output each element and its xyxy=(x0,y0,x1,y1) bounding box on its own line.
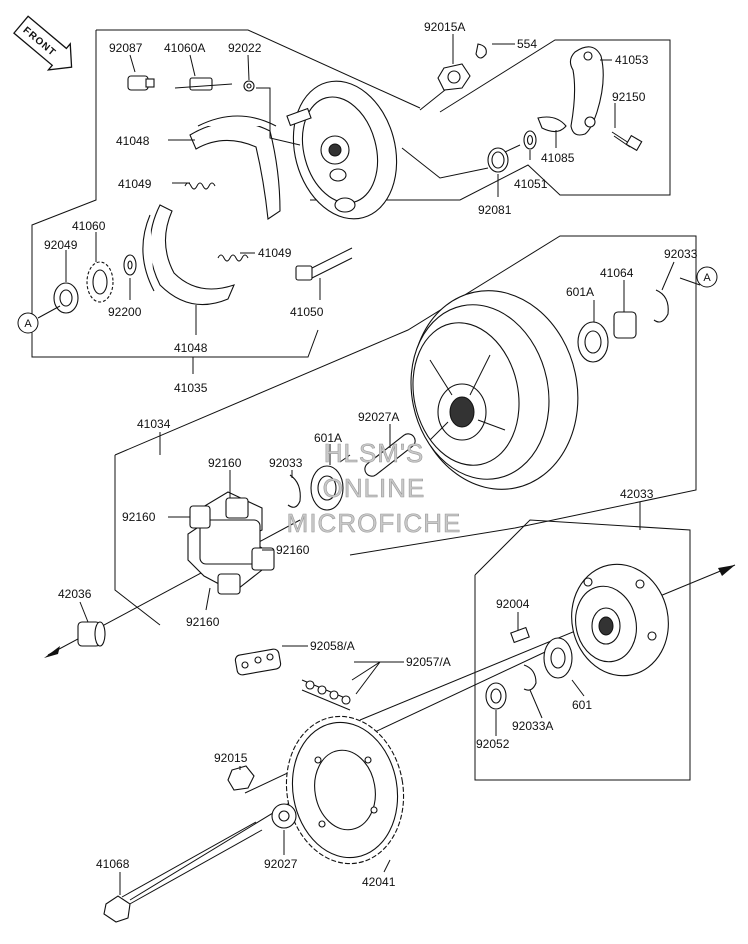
label-41049-top: 41049 xyxy=(118,177,152,191)
label-41064: 41064 xyxy=(600,266,634,280)
label-41049-mid: 41049 xyxy=(258,246,292,260)
label-92022: 92022 xyxy=(228,41,262,55)
label-92052: 92052 xyxy=(476,737,510,751)
rear-wheel-rim xyxy=(410,290,579,490)
part-601-bearing xyxy=(543,637,573,679)
label-41060: 41060 xyxy=(72,219,106,233)
label-554: 554 xyxy=(517,37,537,51)
part-601a-bearing-upper xyxy=(577,321,609,363)
label-92057a: 92057/A xyxy=(406,655,451,669)
part-92087-grease-nipple xyxy=(127,75,155,91)
part-92015a-nut xyxy=(437,63,471,91)
label-601a-mid: 601A xyxy=(314,431,342,445)
label-92150: 92150 xyxy=(612,90,646,104)
part-42033-sprocket-hub xyxy=(571,563,669,677)
label-42041: 42041 xyxy=(362,875,396,889)
watermark-line-1: HLSM'S xyxy=(324,438,425,468)
part-92200-washer xyxy=(123,254,137,276)
part-92027a-spacer xyxy=(364,433,416,477)
part-41051-seal xyxy=(523,130,537,150)
part-41053-brake-cam-lever xyxy=(569,46,604,136)
label-92160-c: 92160 xyxy=(276,543,310,557)
part-42041-rear-sprocket xyxy=(285,715,405,865)
label-92087: 92087 xyxy=(109,41,143,55)
part-41060-speedometer-gear xyxy=(86,261,114,303)
ref-circle-a-right: A xyxy=(696,266,718,288)
part-92081-return-spring xyxy=(487,144,521,173)
label-92049: 92049 xyxy=(44,238,78,252)
part-92057a-drive-chain xyxy=(301,679,351,711)
part-41049-spring-upper xyxy=(184,182,216,190)
label-41060a: 41060A xyxy=(164,41,205,55)
label-92081: 92081 xyxy=(478,203,512,217)
part-42036-collar xyxy=(77,621,106,647)
label-41034: 41034 xyxy=(137,417,171,431)
label-41085: 41085 xyxy=(541,151,575,165)
label-92160-b: 92160 xyxy=(122,510,156,524)
part-92033a-circlip xyxy=(523,664,537,691)
label-41035: 41035 xyxy=(174,381,208,395)
part-92027-collar xyxy=(271,803,297,829)
front-direction-badge: FRONT xyxy=(13,15,73,71)
part-92049-oil-seal xyxy=(53,282,79,314)
brake-group-frame xyxy=(31,30,319,358)
part-601a-bearing-mid xyxy=(310,465,344,511)
part-41049-spring-lower xyxy=(217,254,249,262)
part-554-cotter-pin xyxy=(475,43,487,59)
label-42033: 42033 xyxy=(620,487,654,501)
hub-group-frame xyxy=(474,519,691,781)
label-41053: 41053 xyxy=(615,53,649,67)
label-92027a: 92027A xyxy=(358,410,399,424)
label-92033-top: 92033 xyxy=(664,247,698,261)
ref-label-a-left: A xyxy=(24,318,32,330)
part-92022-washer xyxy=(243,80,255,92)
label-92015: 92015 xyxy=(214,751,248,765)
part-92150-bolt xyxy=(611,131,643,152)
part-92004-stud xyxy=(510,626,530,644)
part-41050-brake-camshaft xyxy=(295,247,353,281)
watermark-line-2: ONLINE xyxy=(323,473,426,503)
label-92058a: 92058/A xyxy=(310,639,355,653)
label-41051: 41051 xyxy=(514,177,548,191)
part-92052-oil-seal xyxy=(485,682,507,710)
part-41064-collar xyxy=(613,311,637,339)
part-92033-circlip-mid xyxy=(287,474,301,508)
part-92015-nut xyxy=(227,765,255,791)
part-41048-brake-shoe-upper xyxy=(189,115,281,220)
label-92200: 92200 xyxy=(108,305,142,319)
part-41060a-speedometer-gear xyxy=(174,77,233,91)
ref-label-a-right: A xyxy=(703,272,711,284)
label-41050: 41050 xyxy=(290,305,324,319)
label-601: 601 xyxy=(572,698,592,712)
part-92033-circlip-upper xyxy=(653,289,669,323)
label-41048-top: 41048 xyxy=(116,134,150,148)
label-41048-bot: 41048 xyxy=(174,341,208,355)
label-92160-a: 92160 xyxy=(208,456,242,470)
part-92160-wheel-damper xyxy=(187,491,275,595)
label-92015a: 92015A xyxy=(424,20,465,34)
part-92058a-master-link xyxy=(234,648,282,676)
label-92160-d: 92160 xyxy=(186,615,220,629)
part-41048-brake-shoe-lower xyxy=(142,204,235,306)
label-41068: 41068 xyxy=(96,857,130,871)
label-601a-top: 601A xyxy=(566,285,594,299)
label-92027: 92027 xyxy=(264,857,298,871)
watermark-line-3: MICROFICHE xyxy=(287,508,462,538)
label-92033a: 92033A xyxy=(512,719,553,733)
leader-lines xyxy=(65,34,701,895)
part-41085-indicator xyxy=(537,116,567,133)
label-92004: 92004 xyxy=(496,597,530,611)
ref-circle-a-left: A xyxy=(17,305,61,334)
brake-panel xyxy=(286,80,398,220)
part-41068-rear-axle xyxy=(103,821,263,923)
label-42036: 42036 xyxy=(58,587,92,601)
label-92033-mid: 92033 xyxy=(269,456,303,470)
wheel-group-frame xyxy=(114,455,161,626)
part-labels: 92087 41060A 92022 92015A 554 41053 4104… xyxy=(44,20,698,889)
watermark: HLSM'S ONLINE MICROFICHE xyxy=(286,438,462,539)
